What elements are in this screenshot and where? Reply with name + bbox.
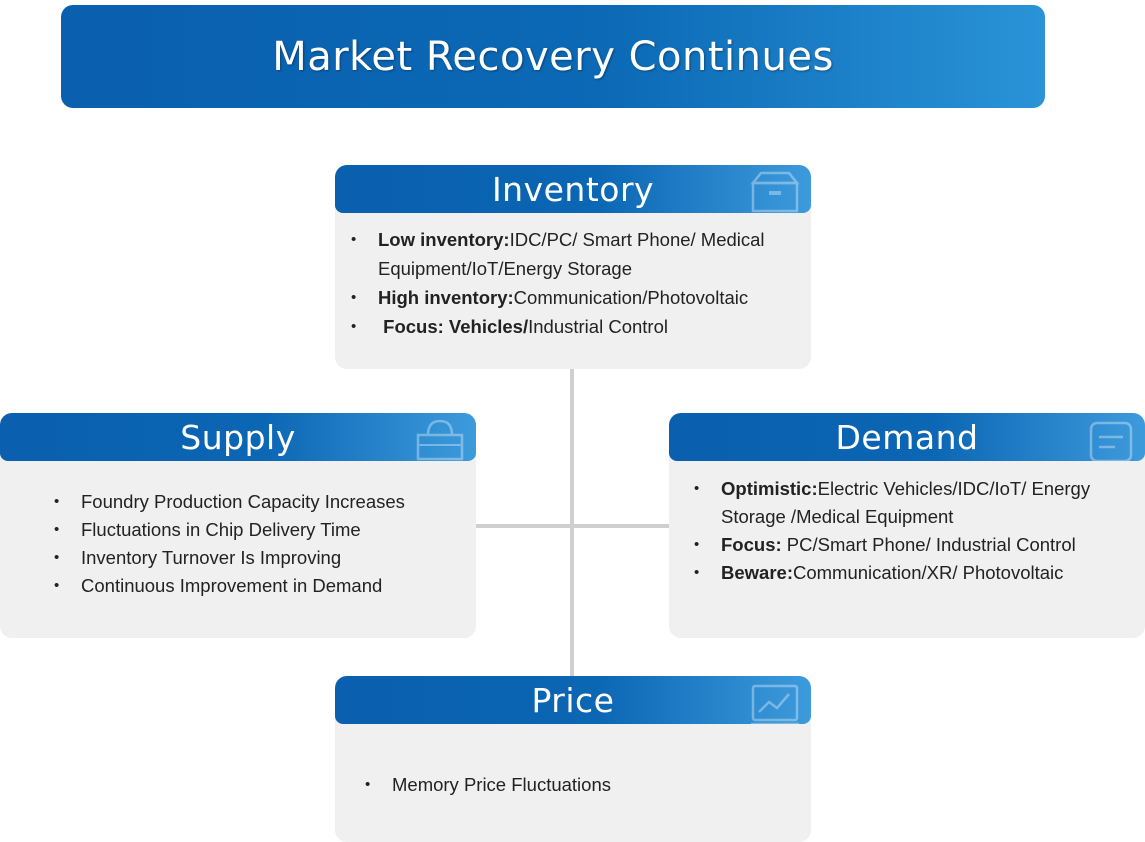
inventory-list: Low inventory:IDC/PC/ Smart Phone/ Medic… bbox=[351, 225, 803, 341]
list-item: High inventory:Communication/Photovoltai… bbox=[351, 283, 803, 312]
list-item: Inventory Turnover Is Improving bbox=[54, 544, 464, 572]
list-item: Fluctuations in Chip Delivery Time bbox=[54, 516, 464, 544]
inventory-card: Inventory Low inventory:IDC/PC/ Smart Ph… bbox=[335, 165, 811, 369]
list-item: Continuous Improvement in Demand bbox=[54, 572, 464, 600]
inventory-header: Inventory bbox=[335, 165, 811, 213]
price-title: Price bbox=[531, 680, 615, 720]
list-item: Beware:Communication/XR/ Photovoltaic bbox=[694, 559, 1139, 587]
price-header: Price bbox=[335, 676, 811, 724]
inventory-title: Inventory bbox=[491, 169, 655, 209]
page-title: Market Recovery Continues bbox=[272, 33, 834, 80]
demand-card: Demand Optimistic:Electric Vehicles/IDC/… bbox=[669, 413, 1145, 638]
supply-header: Supply bbox=[0, 413, 476, 461]
list-item: Optimistic:Electric Vehicles/IDC/IoT/ En… bbox=[694, 475, 1139, 531]
demand-header: Demand bbox=[669, 413, 1145, 461]
demand-list: Optimistic:Electric Vehicles/IDC/IoT/ En… bbox=[694, 475, 1139, 587]
box-icon bbox=[750, 171, 800, 213]
list-item: Focus: PC/Smart Phone/ Industrial Contro… bbox=[694, 531, 1139, 559]
document-icon bbox=[1089, 421, 1133, 461]
chart-monitor-icon bbox=[751, 684, 799, 724]
connector-horizontal bbox=[476, 524, 670, 528]
list-item: Memory Price Fluctuations bbox=[365, 770, 795, 799]
basket-icon bbox=[416, 419, 464, 461]
list-item: Foundry Production Capacity Increases bbox=[54, 488, 464, 516]
list-item: Low inventory:IDC/PC/ Smart Phone/ Medic… bbox=[351, 225, 803, 283]
list-item: Focus: Vehicles/Industrial Control bbox=[351, 312, 803, 341]
price-card: Price Memory Price Fluctuations bbox=[335, 676, 811, 842]
title-banner: Market Recovery Continues bbox=[61, 5, 1045, 108]
price-list: Memory Price Fluctuations bbox=[365, 770, 795, 799]
supply-card: Supply Foundry Production Capacity Incre… bbox=[0, 413, 476, 638]
supply-title: Supply bbox=[180, 417, 296, 457]
demand-title: Demand bbox=[835, 417, 979, 457]
connector-vertical bbox=[570, 368, 574, 678]
supply-list: Foundry Production Capacity Increases Fl… bbox=[54, 488, 464, 600]
